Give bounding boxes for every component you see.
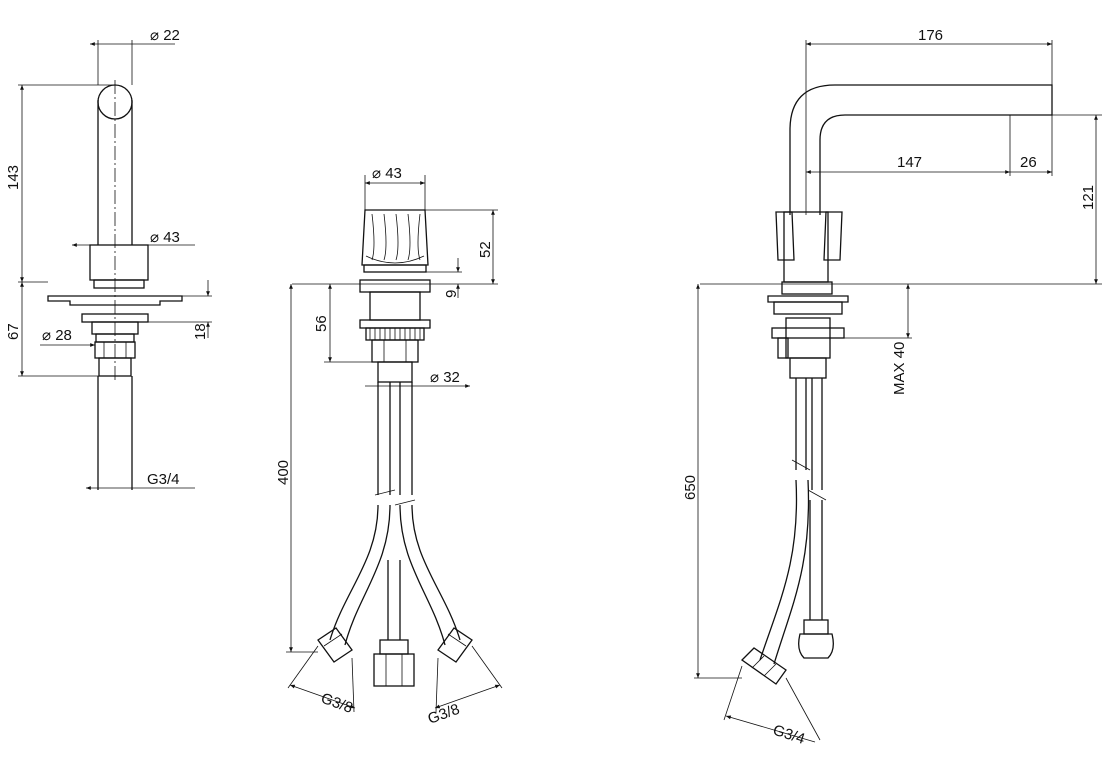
left-view-spout: ⌀ 22 143 ⌀ 43 67 ⌀ 28 18 G3/4	[5, 27, 212, 490]
dim-mid-thread-left: G3/8	[319, 690, 355, 717]
dim-left-pipe-dia: ⌀ 22	[150, 27, 180, 44]
dim-mid-thread-right: G3/8	[426, 701, 462, 728]
dim-mid-handle-dia: ⌀ 43	[372, 165, 402, 182]
dim-right-tip: 26	[1020, 154, 1037, 171]
middle-view-valve: ⌀ 43 52 9 56 ⌀ 32 400 G3/8 G3/8	[275, 165, 503, 728]
dim-left-flange: 18	[192, 323, 209, 340]
dim-left-lower: 67	[5, 323, 22, 340]
dim-right-reach: 176	[918, 27, 943, 44]
dim-mid-hose-len: 400	[275, 460, 292, 485]
dim-right-thread: G3/4	[771, 722, 807, 748]
dim-mid-handle-h: 52	[477, 241, 494, 258]
dim-right-hose-len: 650	[682, 475, 699, 500]
dim-right-spout: 147	[897, 154, 922, 171]
dim-right-max: MAX 40	[891, 342, 908, 395]
dim-mid-stem-dia: ⌀ 32	[430, 369, 460, 386]
dim-left-height: 143	[5, 165, 22, 190]
dim-left-nut-dia: ⌀ 28	[42, 327, 72, 344]
right-view-profile: 176 147 26 121 MAX 40 650 G3/4	[682, 27, 1102, 748]
dim-right-height: 121	[1080, 185, 1097, 210]
dim-mid-gap: 9	[443, 290, 460, 298]
dim-mid-body-h: 56	[313, 315, 330, 332]
dim-left-thread: G3/4	[147, 471, 180, 488]
dim-left-base-dia: ⌀ 43	[150, 229, 180, 246]
